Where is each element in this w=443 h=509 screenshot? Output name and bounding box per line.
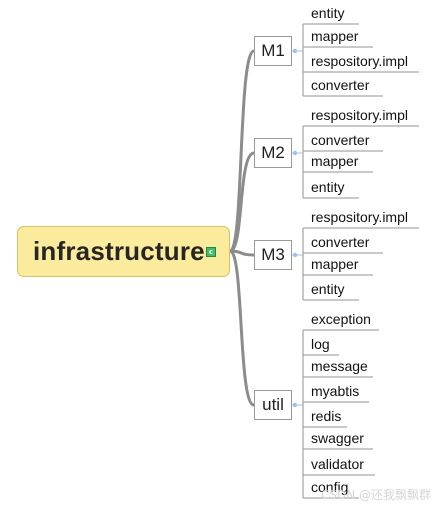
- leaf-node[interactable]: redis: [311, 408, 342, 424]
- module-node-m3[interactable]: M3: [254, 240, 292, 270]
- leaf-node[interactable]: entity: [311, 281, 345, 297]
- leaf-node[interactable]: log: [311, 336, 330, 352]
- leaf-node[interactable]: mapper: [311, 256, 359, 272]
- leaf-node[interactable]: respository.impl: [311, 107, 408, 123]
- module-node-m2[interactable]: M2: [254, 138, 292, 168]
- leaf-node[interactable]: converter: [311, 77, 370, 93]
- leaf-node[interactable]: entity: [311, 5, 345, 21]
- leaf-node[interactable]: respository.impl: [311, 209, 408, 225]
- leaf-node[interactable]: respository.impl: [311, 53, 408, 69]
- module-node-util[interactable]: util: [254, 390, 292, 420]
- leaf-node[interactable]: config: [311, 479, 349, 495]
- leaf-node[interactable]: entity: [311, 179, 345, 195]
- leaf-node[interactable]: converter: [311, 234, 370, 250]
- leaf-node[interactable]: validator: [311, 456, 364, 472]
- trunk-connector: [228, 49, 256, 253]
- note-icon[interactable]: c: [206, 247, 216, 257]
- leaf-node[interactable]: exception: [311, 311, 371, 327]
- leaf-node[interactable]: mapper: [311, 153, 359, 169]
- root-node-label: infrastructure: [33, 236, 205, 266]
- watermark: CSDN @还我飘飘群: [320, 488, 431, 502]
- leaf-node[interactable]: myabtis: [311, 383, 360, 399]
- module-node-m1[interactable]: M1: [254, 36, 292, 66]
- leaf-node[interactable]: converter: [311, 132, 370, 148]
- leaf-node[interactable]: message: [311, 358, 368, 374]
- trunk-connector: [228, 249, 256, 257]
- root-node[interactable]: [17, 226, 230, 277]
- leaf-node[interactable]: swagger: [311, 430, 364, 446]
- trunk-connector: [228, 151, 256, 253]
- leaf-node[interactable]: mapper: [311, 28, 359, 44]
- trunk-connector: [228, 249, 256, 407]
